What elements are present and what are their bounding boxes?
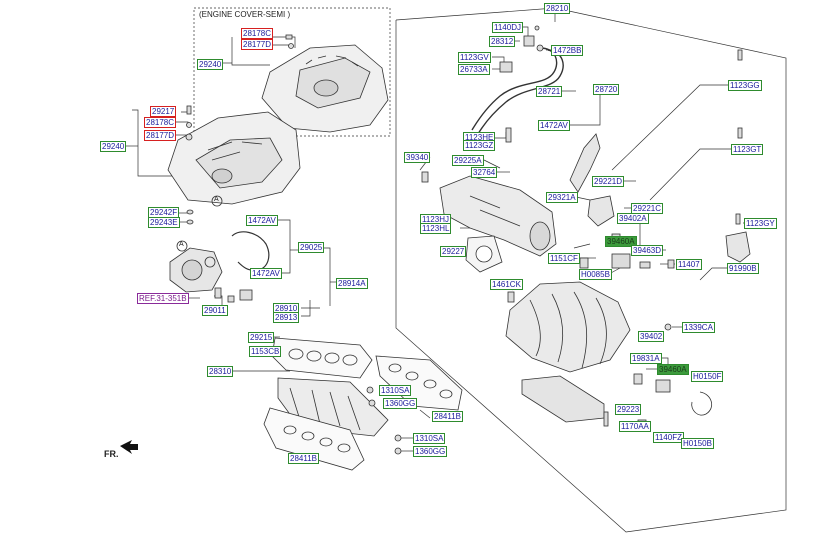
- part-label[interactable]: 29011: [202, 305, 228, 316]
- part-label[interactable]: 1472AV: [246, 215, 278, 226]
- bolt-cover: [185, 105, 194, 225]
- part-label[interactable]: 91990B: [727, 263, 759, 274]
- part-label[interactable]: 1360GG: [413, 446, 448, 457]
- part-label-highlighted[interactable]: 39460A: [657, 364, 689, 375]
- intake-gasket: [271, 337, 373, 379]
- surge-tank: [439, 175, 557, 257]
- reference-label[interactable]: REF.31-351B: [137, 293, 189, 304]
- upper-manifold: [505, 281, 631, 373]
- part-label[interactable]: 29225A: [452, 155, 484, 166]
- small-bolts: [366, 386, 402, 455]
- part-label[interactable]: 39402: [638, 331, 665, 342]
- part-label[interactable]: 39402A: [617, 213, 649, 224]
- part-label[interactable]: 29240: [100, 141, 127, 152]
- circle-marker-a2: [211, 195, 223, 207]
- engine-cover: [167, 111, 301, 205]
- circle-marker-a: [176, 240, 188, 252]
- part-label[interactable]: 1123HL: [420, 223, 452, 234]
- part-label[interactable]: 28178C: [144, 117, 177, 128]
- part-label[interactable]: 1123GY: [744, 218, 777, 229]
- throttle-body: [169, 247, 223, 293]
- part-label[interactable]: 1151CF: [548, 253, 580, 264]
- part-label[interactable]: 29215: [248, 332, 275, 343]
- bracket-91990B: [725, 231, 751, 263]
- part-label[interactable]: 28914A: [336, 278, 368, 289]
- part-label[interactable]: 1170AA: [619, 421, 651, 432]
- part-label[interactable]: 29243E: [148, 217, 180, 228]
- part-label[interactable]: 29221D: [592, 176, 625, 187]
- bracket-29221D: [569, 133, 601, 193]
- part-label[interactable]: 1153CB: [249, 346, 282, 357]
- front-label: FR.: [104, 449, 119, 459]
- part-label[interactable]: 29025: [298, 242, 325, 253]
- part-label[interactable]: 1360GG: [383, 398, 418, 409]
- part-label[interactable]: 28177D: [144, 130, 177, 141]
- part-label[interactable]: 32764: [471, 167, 498, 178]
- part-label[interactable]: 29240: [197, 59, 224, 70]
- bracket-29221C: [587, 195, 615, 227]
- part-label[interactable]: 28177D: [241, 39, 274, 50]
- front-arrow-icon: [120, 440, 138, 454]
- engine-cover-semi-title: (ENGINE COVER-SEMI ): [199, 10, 291, 19]
- part-label[interactable]: 28721: [536, 86, 563, 97]
- gasket-29227: [465, 235, 503, 273]
- part-label[interactable]: 1310SA: [413, 433, 446, 444]
- bolt-semi: [285, 34, 294, 49]
- part-label[interactable]: 1123GZ: [463, 140, 496, 151]
- plenum-29223: [521, 375, 605, 423]
- part-label[interactable]: 1123GV: [458, 52, 491, 63]
- part-label[interactable]: 1123GG: [728, 80, 762, 91]
- part-label[interactable]: 28411B: [432, 411, 463, 422]
- part-label[interactable]: 29217: [150, 106, 177, 117]
- part-label[interactable]: 28913: [273, 312, 300, 323]
- circle-marker-label: A: [179, 241, 184, 248]
- sensors: [214, 287, 253, 303]
- part-label[interactable]: 11407: [676, 259, 702, 270]
- part-label[interactable]: H0150B: [681, 438, 714, 449]
- part-label[interactable]: 28178C: [241, 28, 274, 39]
- part-label[interactable]: 1140FZ: [653, 432, 684, 443]
- part-label[interactable]: 28210: [544, 3, 571, 14]
- part-label[interactable]: 28312: [489, 36, 516, 47]
- part-label[interactable]: 1339CA: [682, 322, 715, 333]
- lower-gasket: [263, 407, 365, 471]
- part-label[interactable]: H0150F: [691, 371, 724, 382]
- solenoid-39460A: [573, 243, 651, 269]
- part-label[interactable]: 39463D: [631, 245, 664, 256]
- part-label[interactable]: 29227: [440, 246, 467, 257]
- part-label[interactable]: 1310SA: [379, 385, 412, 396]
- part-label[interactable]: 19831A: [630, 353, 662, 364]
- part-label[interactable]: 29321A: [546, 192, 578, 203]
- pcv-fittings: [499, 25, 544, 143]
- part-label[interactable]: 1472AV: [250, 268, 282, 279]
- part-label[interactable]: 1123GT: [731, 144, 764, 155]
- part-label[interactable]: 29223: [615, 404, 642, 415]
- hose-29025: [231, 231, 270, 271]
- side-gasket: [375, 355, 463, 411]
- part-label[interactable]: 1461CK: [490, 279, 523, 290]
- part-label[interactable]: 39340: [404, 152, 431, 163]
- part-label-highlighted[interactable]: 39460A: [605, 236, 637, 247]
- circle-marker-label-2: A: [214, 196, 219, 203]
- part-label[interactable]: 28720: [593, 84, 620, 95]
- part-label[interactable]: 28310: [207, 366, 234, 377]
- part-label[interactable]: 1140DJ: [492, 22, 523, 33]
- part-label[interactable]: 28411B: [288, 453, 319, 464]
- part-label[interactable]: 1472AV: [538, 120, 570, 131]
- engine-cover-semi: [261, 44, 389, 133]
- part-label[interactable]: 26733A: [458, 64, 490, 75]
- part-label[interactable]: 1472BB: [551, 45, 584, 56]
- part-label[interactable]: H0085B: [579, 269, 612, 280]
